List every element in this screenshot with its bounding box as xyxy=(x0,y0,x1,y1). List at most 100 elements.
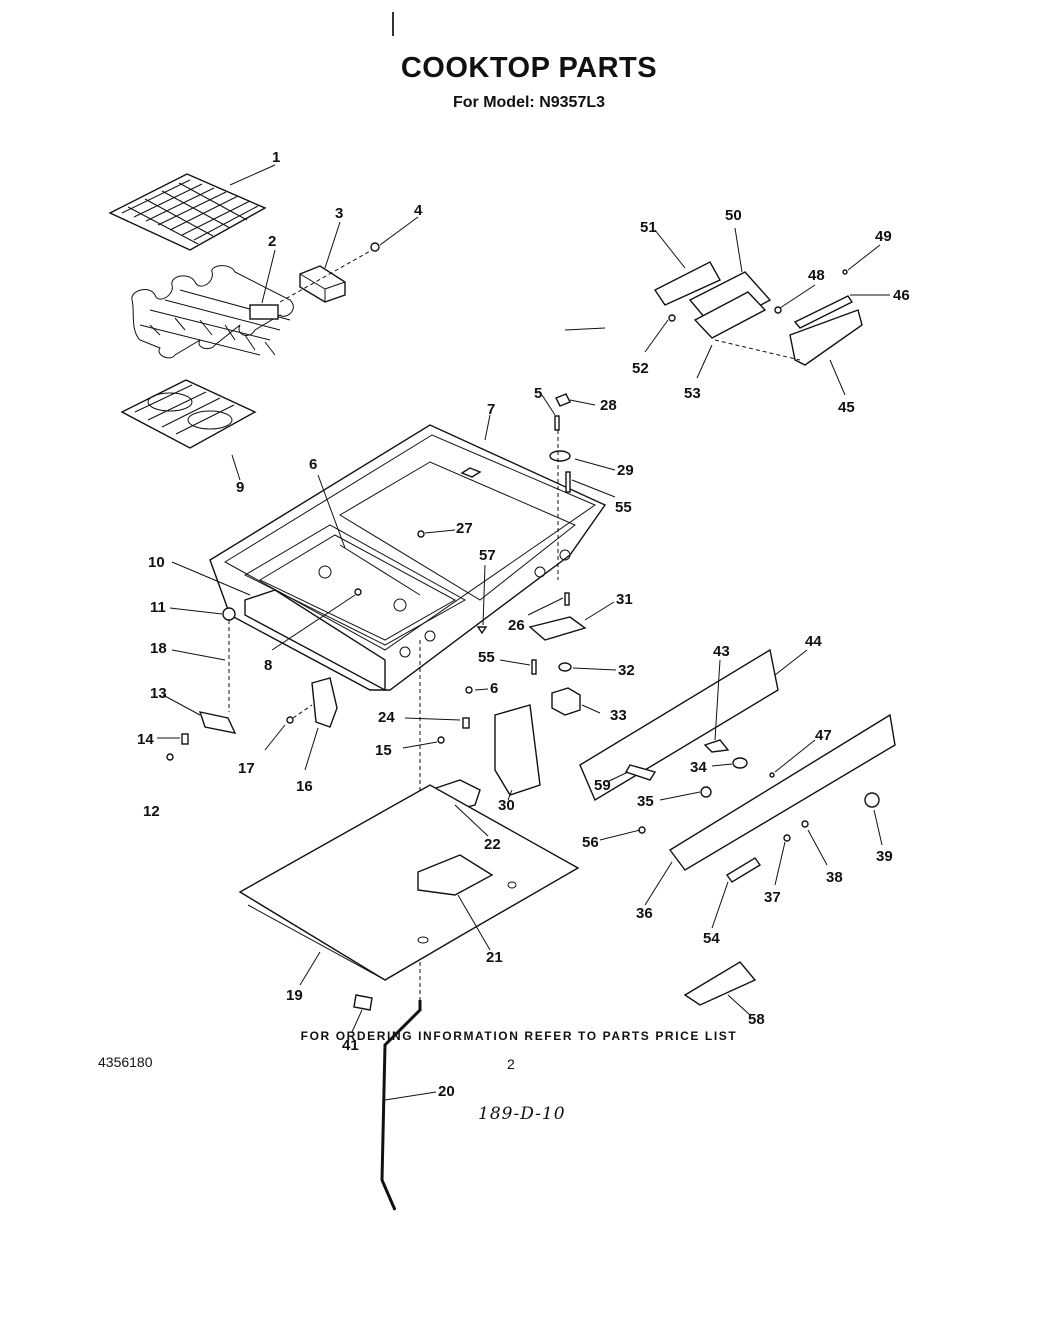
callout-37: 37 xyxy=(764,889,781,906)
callout-6b: 6 xyxy=(490,680,498,697)
callout-24: 24 xyxy=(378,709,395,726)
part-26-screw xyxy=(564,592,570,606)
callout-9: 9 xyxy=(236,479,244,496)
part-19-bottom-panel xyxy=(238,784,580,981)
part-20-rod xyxy=(380,1000,422,1211)
callout-51: 51 xyxy=(640,219,657,236)
part-59-clip xyxy=(624,764,657,781)
callout-5: 5 xyxy=(534,385,542,402)
callout-43: 43 xyxy=(713,643,730,660)
part-31-bracket xyxy=(528,616,587,641)
callout-14: 14 xyxy=(137,731,154,748)
part-39-knob xyxy=(864,792,880,808)
callout-33: 33 xyxy=(610,707,627,724)
page-title: COOKTOP PARTS xyxy=(400,52,658,84)
part-46-handle xyxy=(793,295,854,329)
document-number: 4356180 xyxy=(98,1054,153,1070)
part-1-grill-grate xyxy=(108,173,267,251)
callout-10: 10 xyxy=(148,554,165,571)
callout-32: 32 xyxy=(618,662,635,679)
callout-1: 1 xyxy=(272,149,280,166)
callout-38: 38 xyxy=(826,869,843,886)
page-number: 2 xyxy=(507,1056,515,1072)
callout-6: 6 xyxy=(309,456,317,473)
part-4-screw xyxy=(370,242,380,252)
callout-12: 12 xyxy=(143,803,160,820)
part-9-grate xyxy=(120,379,257,449)
part-24-clip xyxy=(462,717,470,729)
part-11-knob xyxy=(222,607,236,621)
callout-22: 22 xyxy=(484,836,501,853)
callout-48: 48 xyxy=(808,267,825,284)
part-55b-screw xyxy=(531,659,537,675)
part-6b-screw xyxy=(465,686,473,694)
callout-19: 19 xyxy=(286,987,303,1004)
part-41-clip xyxy=(353,994,373,1011)
part-27-screw xyxy=(417,530,425,538)
callout-30: 30 xyxy=(498,797,515,814)
part-44-rail xyxy=(579,648,779,802)
part-21-baffle xyxy=(417,854,494,896)
callout-20: 20 xyxy=(438,1083,455,1100)
callout-13: 13 xyxy=(150,685,167,702)
callout-34: 34 xyxy=(690,759,707,776)
callout-16: 16 xyxy=(296,778,313,795)
part-5-screw xyxy=(554,415,560,431)
part-54-label xyxy=(725,857,762,883)
part-3-receptacle xyxy=(299,265,346,303)
part-52-screw xyxy=(668,314,676,322)
handwritten-note: 189-D-10 xyxy=(478,1104,566,1124)
callout-45: 45 xyxy=(838,399,855,416)
part-30-shield xyxy=(494,704,541,796)
callout-53: 53 xyxy=(684,385,701,402)
callout-35: 35 xyxy=(637,793,654,810)
part-16-bracket xyxy=(311,677,338,728)
part-45-trim xyxy=(789,309,863,366)
callout-2: 2 xyxy=(268,233,276,250)
callout-50: 50 xyxy=(725,207,742,224)
callout-21: 21 xyxy=(486,949,503,966)
callout-44: 44 xyxy=(805,633,822,650)
part-17-screw xyxy=(286,716,294,724)
part-14-clip xyxy=(181,733,189,745)
ordering-info-footer: FOR ORDERING INFORMATION REFER TO PARTS … xyxy=(300,1029,738,1043)
callout-52: 52 xyxy=(632,360,649,377)
callout-8: 8 xyxy=(264,657,272,674)
callout-56: 56 xyxy=(582,834,599,851)
callout-59: 59 xyxy=(594,777,611,794)
part-13-switch xyxy=(198,711,237,734)
callout-18: 18 xyxy=(150,640,167,657)
scan-mark xyxy=(392,12,394,36)
callout-55: 55 xyxy=(615,499,632,516)
part-15-screw xyxy=(437,736,445,744)
callout-39: 39 xyxy=(876,848,893,865)
part-34-grommet xyxy=(732,757,748,769)
part-2-heating-element xyxy=(131,265,294,359)
part-55-screw xyxy=(565,471,571,493)
callout-49: 49 xyxy=(875,228,892,245)
callout-26: 26 xyxy=(508,617,525,634)
callout-11: 11 xyxy=(150,599,166,616)
callout-3: 3 xyxy=(335,205,343,222)
callout-27: 27 xyxy=(456,520,473,537)
callout-17: 17 xyxy=(238,760,255,777)
callout-29: 29 xyxy=(617,462,634,479)
part-57-clip xyxy=(476,626,488,635)
part-51-panel xyxy=(653,261,721,306)
part-36-rail xyxy=(668,713,896,871)
part-38-screw xyxy=(801,820,809,828)
callout-54: 54 xyxy=(703,930,720,947)
callout-7: 7 xyxy=(487,401,495,418)
callout-58: 58 xyxy=(748,1011,765,1028)
callout-4: 4 xyxy=(414,202,423,219)
callout-55b: 55 xyxy=(478,649,495,666)
part-47-screw xyxy=(769,772,775,778)
part-29-bezel xyxy=(549,450,571,462)
callout-15: 15 xyxy=(375,742,392,759)
part-43-clip xyxy=(703,739,730,753)
part-35-nut xyxy=(700,786,712,798)
part-58-cover xyxy=(683,961,757,1006)
model-subtitle: For Model: N9357L3 xyxy=(452,94,606,111)
part-48-screw xyxy=(774,306,782,314)
